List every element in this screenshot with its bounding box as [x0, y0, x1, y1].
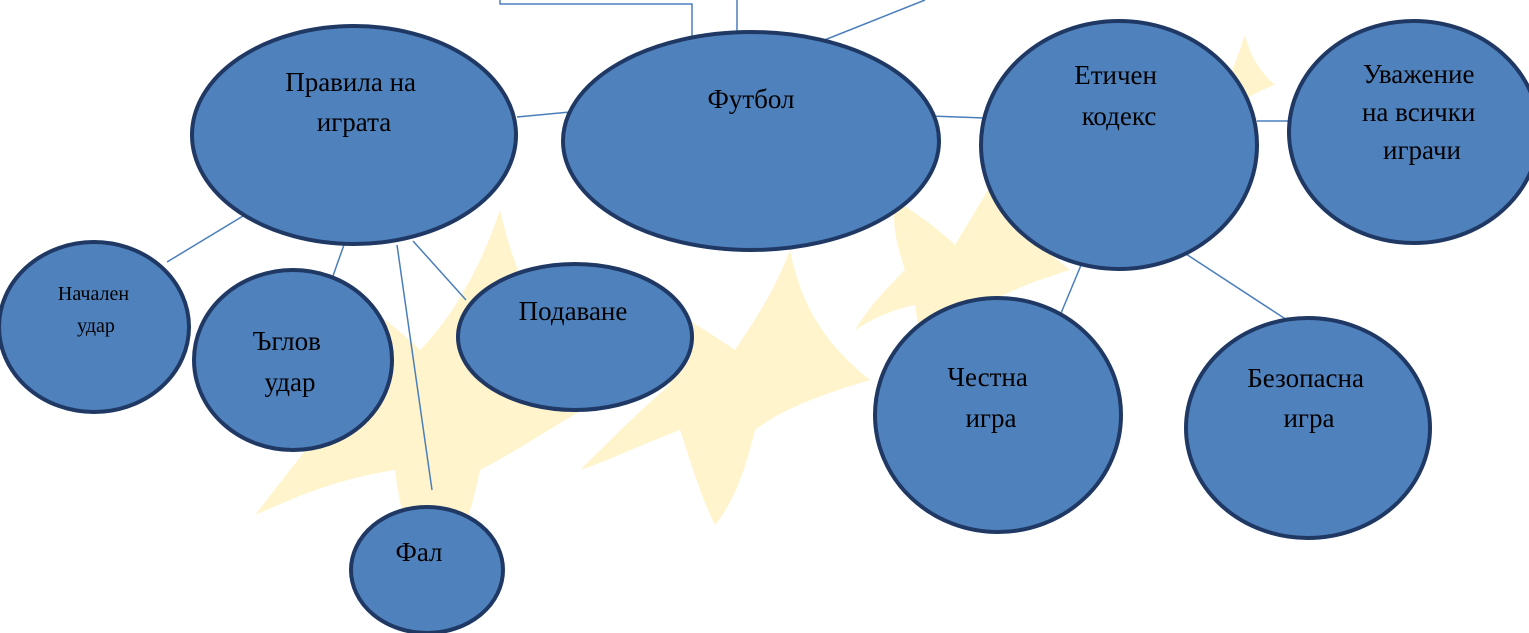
node-respect[interactable]: Уважение на всички играчи: [1287, 19, 1529, 245]
edge-top-right: [811, 0, 926, 46]
edge-rules-football: [516, 111, 571, 118]
node-rules-label: Правила на играта: [285, 67, 423, 137]
node-corner[interactable]: Ъглов удар: [192, 268, 394, 452]
node-ethics[interactable]: Етичен кодекс: [979, 19, 1259, 271]
node-safeplay[interactable]: Безопасна игра: [1184, 316, 1432, 540]
node-kickoff[interactable]: Начален удар: [0, 240, 191, 414]
edge-ethics-safeplay: [1185, 253, 1288, 321]
node-football-label: Футбол: [708, 84, 795, 114]
node-football[interactable]: Футбол: [561, 30, 941, 252]
node-kickoff-label: Начален удар: [58, 283, 134, 337]
node-pass-label: Подаване: [519, 296, 628, 326]
node-ethics-label: Етичен кодекс: [1074, 60, 1164, 131]
node-fairplay[interactable]: Честна игра: [873, 296, 1123, 534]
star-decoration-center: [580, 250, 870, 525]
edge-rules-foul: [396, 244, 433, 491]
node-fairplay-label: Честна игра: [947, 362, 1034, 433]
edge-rules-kickoff: [166, 212, 249, 263]
node-foul-label: Фал: [395, 537, 442, 567]
node-pass[interactable]: Подаване: [456, 262, 694, 412]
node-respect-label: Уважение на всички играчи: [1362, 59, 1482, 165]
node-rules[interactable]: Правила на играта: [190, 24, 518, 246]
node-corner-label: Ъглов удар: [252, 326, 327, 397]
edge-rules-pass: [412, 240, 467, 301]
node-foul[interactable]: Фал: [349, 505, 505, 633]
node-safeplay-label: Безопасна игра: [1247, 363, 1370, 433]
